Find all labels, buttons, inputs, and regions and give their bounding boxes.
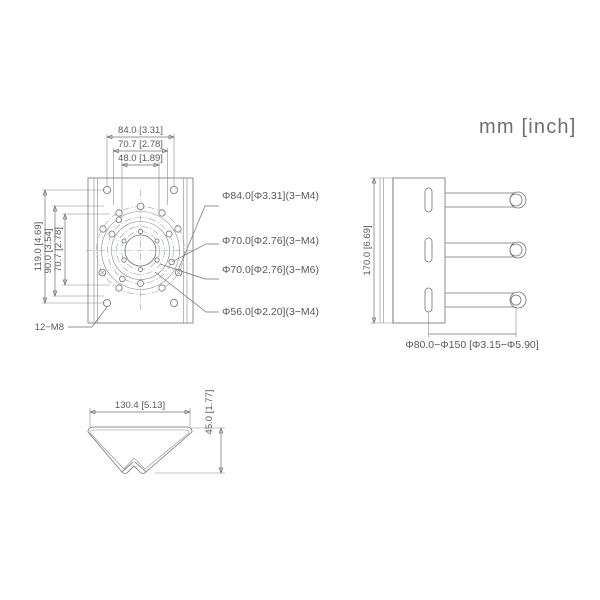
callout-56: Φ56.0[Φ2.20](3−M4) (154, 271, 319, 318)
hole-ring-2 (158, 209, 166, 217)
dim-45: 45.0 [1.77] (155, 390, 225, 475)
side-arm-2 (424, 237, 527, 263)
hole-bc70b-3 (115, 216, 123, 223)
center-bore (124, 234, 157, 267)
dim-48: 48.0 [1.89] (118, 153, 163, 168)
bracket-leg-left-tip (121, 461, 134, 473)
callout-70-m6-label: Φ70.0[Φ2.76](3−M6) (222, 264, 319, 276)
callout-84: Φ84.0[Φ3.31](3−M4) (178, 190, 319, 270)
mount-hole-tr (169, 185, 178, 194)
side-view: 170.0 [6.69] Φ80.0−Φ150 [Φ3.15−Φ5.90] (362, 176, 539, 351)
hole-bc70a-3 (137, 280, 144, 287)
hole-ring-5 (99, 225, 107, 233)
dim-130-label: 130.4 [5.13] (115, 400, 165, 411)
dim-48-label: 48.0 [1.89] (118, 153, 163, 164)
dim-119-label: 119.0 [4.69] (33, 222, 44, 271)
hole-ring-3 (115, 284, 123, 292)
hole-bc56-2 (121, 257, 127, 263)
hole-ring-1 (115, 209, 123, 217)
side-arm-3 (424, 287, 527, 313)
dim-90-label: 90.0 [3.54] (43, 229, 54, 274)
callout-12-m8: 12−M8 (35, 306, 108, 333)
dim-84-label: 84.0 [3.31] (118, 125, 163, 136)
mount-hole-br (169, 298, 178, 307)
callout-70-m4-label: Φ70.0[Φ2.76](3−M4) (222, 235, 319, 247)
hole-bc70b-2 (119, 275, 126, 283)
bottom-view: 130.4 [5.13] 45.0 [1.77] (87, 390, 225, 475)
side-arm-1 (424, 187, 527, 213)
hole-bc56-5 (121, 238, 127, 244)
dim-pole-range: Φ80.0−Φ150 [Φ3.15−Φ5.90] (405, 306, 539, 351)
front-view: 84.0 [3.31] 70.7 [2.78] 48.0 [1.89] 119.… (33, 125, 319, 333)
dim-707-top: 70.7 [2.78] (112, 139, 169, 154)
hole-bc84-1 (136, 202, 145, 211)
dim-170: 170.0 [6.69] (362, 176, 393, 325)
bracket-inner-profile (89, 429, 190, 470)
bolt-circle-70b (116, 226, 165, 275)
dim-45-label: 45.0 [1.77] (204, 390, 215, 435)
dim-170-label: 170.0 [6.69] (362, 225, 373, 275)
bracket-leg-right-tip (134, 461, 147, 473)
callout-84-label: Φ84.0[Φ3.31](3−M4) (222, 190, 319, 202)
dim-130: 130.4 [5.13] (88, 400, 192, 427)
callout-70-m6: Φ70.0[Φ2.76](3−M6) (159, 263, 319, 280)
callout-12-m8-label: 12−M8 (35, 322, 64, 333)
hole-bc56-3 (154, 257, 160, 263)
dim-119: 119.0 [4.69] (33, 188, 48, 305)
dim-707-left: 70.7 [2.78] (53, 212, 68, 287)
callout-56-label: Φ56.0[Φ2.20](3−M4) (222, 306, 319, 318)
hole-ring-4 (158, 284, 166, 292)
dim-84: 84.0 [3.31] (105, 125, 176, 140)
hole-bc56-6 (138, 267, 143, 272)
callout-70-m4: Φ70.0[Φ2.76](3−M4) (171, 235, 319, 263)
hole-ring-6 (174, 225, 182, 233)
hole-bc56-1 (137, 228, 144, 235)
hole-bc56-4 (154, 238, 160, 244)
dim-707-left-label: 70.7 [2.78] (53, 227, 64, 272)
side-plate-outline (392, 177, 446, 324)
hole-bc84-2-cross (99, 269, 106, 276)
dim-707-top-label: 70.7 [2.78] (118, 139, 163, 150)
dim-90: 90.0 [3.54] (43, 204, 58, 298)
hole-bc70a-1 (165, 230, 173, 238)
units-label: mm [inch] (479, 116, 576, 138)
dim-pole-range-label: Φ80.0−Φ150 [Φ3.15−Φ5.90] (405, 339, 538, 351)
hole-bc70a-2 (108, 230, 116, 238)
ring-mid (111, 221, 170, 280)
ring-outer (101, 211, 180, 290)
